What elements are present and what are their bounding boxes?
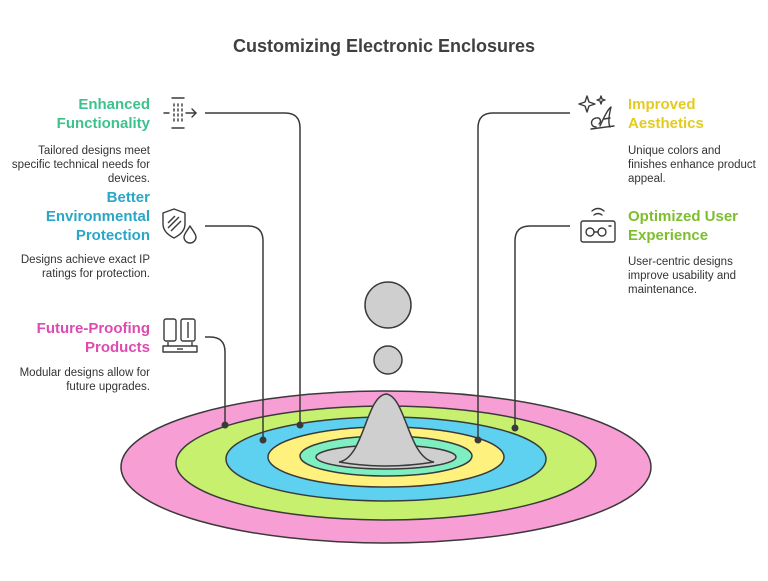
remote-device-icon [580,207,616,243]
heading-enhanced-functionality: Enhanced Functionality [56,96,150,132]
peak-shape [338,393,435,467]
drop-small [373,345,403,375]
desc-enhanced-functionality: Tailored designs meet specific technical… [11,145,150,185]
connector-ux [514,225,570,428]
heading-future-proofing: Future-Proofing Products [36,320,150,356]
sparkle-letter-icon [578,95,615,130]
heading-environmental-protection: Better Environmental Protection [45,189,150,244]
heading-optimized-ux: Optimized User Experience [628,208,739,244]
connector-dot-ux [511,424,519,432]
desc-improved-aesthetics: Unique colors and finishes enhance produ… [628,145,756,185]
connector-environmental [205,225,264,440]
shield-droplet-icon [162,208,197,244]
diagram-title: Customizing Electronic Enclosures [232,36,536,56]
drop-large [364,281,412,329]
desc-future-proofing: Modular designs allow for future upgrade… [19,367,150,393]
connector-aesthetics [477,112,570,440]
devices-icon [162,318,198,353]
desc-environmental-protection: Designs achieve exact IP ratings for pro… [20,254,150,280]
heading-improved-aesthetics: Improved Aesthetics [628,96,704,132]
connector-dot-enhanced [296,421,304,429]
connector-dot-future [221,421,229,429]
desc-optimized-ux: User-centric designs improve usability a… [628,256,737,296]
connector-dot-aesthetics [474,436,482,444]
connector-future [205,336,226,425]
expand-arrows-icon [163,97,197,129]
connector-dot-environmental [259,436,267,444]
connector-enhanced [205,112,301,425]
